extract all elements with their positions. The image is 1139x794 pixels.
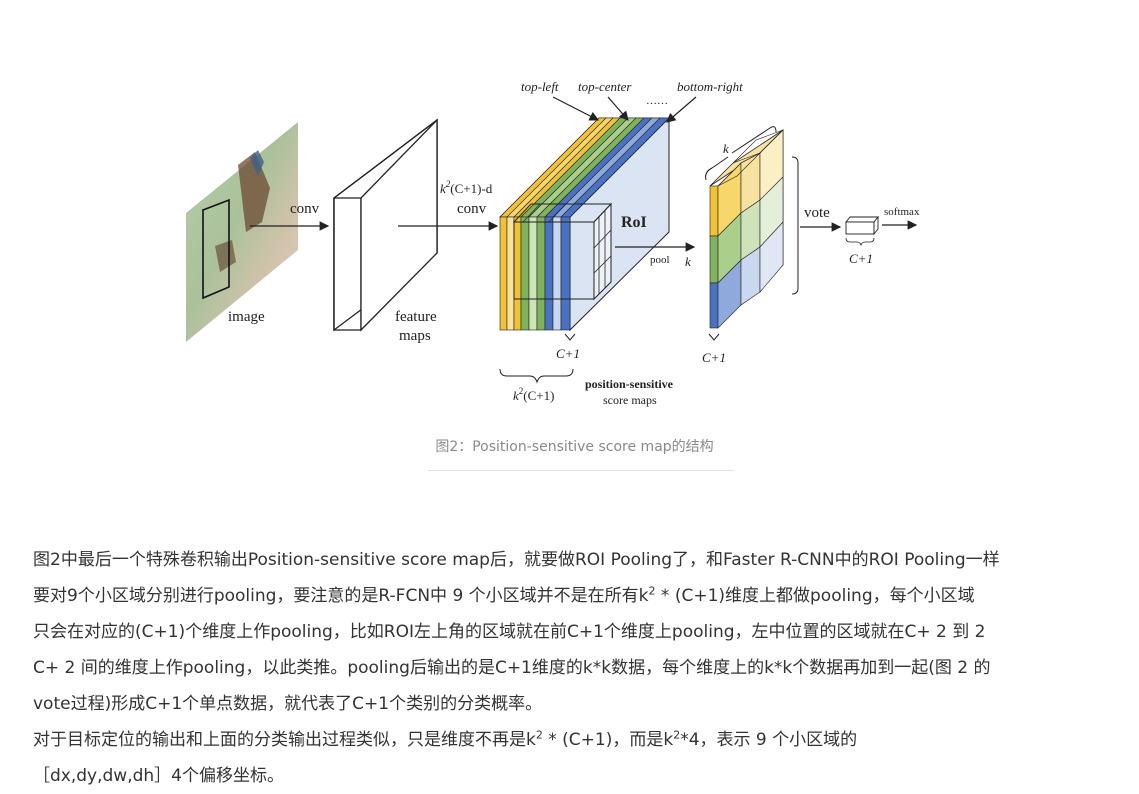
feature-label: feature — [395, 309, 437, 325]
rfcn-architecture-figure: image conv feature maps k2(C+1)-d conv — [0, 0, 920, 407]
maps-label: maps — [399, 328, 431, 344]
paragraph-classification: 图2中最后一个特殊卷积输出Position-sensitive score ma… — [33, 542, 1123, 722]
article-body: 图2中最后一个特殊卷积输出Position-sensitive score ma… — [33, 542, 1123, 794]
superscript: 2 — [673, 728, 681, 742]
c1-output-label: C+1 — [849, 251, 873, 266]
text-line: * (C+1)，而是k — [542, 730, 674, 750]
k2c1d-label: k2(C+1)-d — [440, 179, 493, 196]
bottom-right-label: bottom-right — [677, 79, 743, 94]
position-sensitive-label: position-sensitive — [585, 377, 674, 391]
c1-grid-label: C+1 — [702, 350, 726, 365]
conv2-label: conv — [457, 201, 487, 217]
superscript: 2 — [648, 584, 656, 598]
pooled-grid-block — [709, 129, 784, 329]
text-line: 对于目标定位的输出和上面的分类输出过程类似，只是维度不再是k — [33, 730, 536, 750]
paragraph-localization: 对于目标定位的输出和上面的分类输出过程类似，只是维度不再是k2 * (C+1)，… — [33, 722, 1123, 794]
vote-label: vote — [804, 205, 830, 221]
softmax-label: softmax — [884, 206, 920, 218]
figure-svg: image conv feature maps k2(C+1)-d conv — [0, 0, 920, 407]
score-maps-label: score maps — [603, 393, 657, 407]
text-line: 只会在对应的(C+1)个维度上作pooling，比如ROI左上角的区域就在前C+… — [33, 622, 986, 642]
k-top-label: k — [723, 141, 729, 156]
input-image — [0, 0, 298, 342]
k-side-label: k — [685, 254, 691, 269]
pool-label: pool — [650, 254, 670, 266]
k2c1-label: k2(C+1) — [513, 386, 554, 403]
top-left-label: top-left — [521, 79, 559, 94]
superscript: 2 — [535, 728, 543, 742]
text-line: *4，表示 9 个小区域的 — [680, 730, 858, 750]
roi-box-on-image — [0, 0, 1, 1]
conv-label: conv — [290, 201, 320, 217]
dots-label: …… — [646, 95, 668, 107]
text-line: 要对9个小区域分别进行pooling，要注意的是R-FCN中 9 个小区域并不是… — [33, 586, 649, 606]
text-line: ［dx,dy,dw,dh］4个偏移坐标。 — [33, 766, 284, 786]
vote-output-block — [845, 215, 879, 236]
c1-stack-label: C+1 — [556, 346, 580, 361]
top-center-label: top-center — [578, 79, 632, 94]
figure-caption: 图2：Position-sensitive score map的结构 — [435, 439, 714, 455]
feature-maps-block — [333, 118, 438, 332]
text-line: C+ 2 间的维度上作pooling，以此类推。pooling后输出的是C+1维… — [33, 658, 991, 678]
score-maps-stack — [499, 116, 670, 332]
text-line: vote过程)形成C+1个单点数据，就代表了C+1个类别的分类概率。 — [33, 694, 543, 714]
roi-label: RoI — [621, 214, 647, 231]
image-label: image — [228, 309, 265, 325]
text-line: 图2中最后一个特殊卷积输出Position-sensitive score ma… — [33, 550, 1000, 570]
text-line: * (C+1)维度上都做pooling，每个小区域 — [655, 586, 975, 606]
caption-divider — [428, 470, 734, 471]
